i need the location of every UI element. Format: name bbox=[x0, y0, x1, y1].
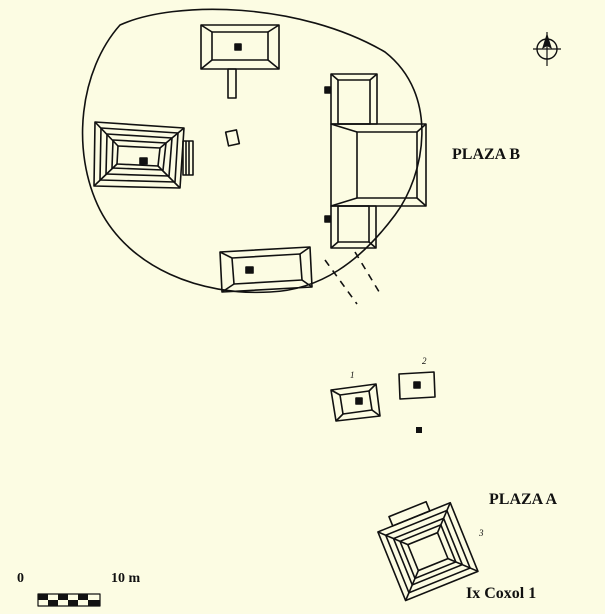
structure-west-pyramid bbox=[93, 121, 194, 189]
structure-1 bbox=[330, 383, 381, 422]
scale-start-label: 0 bbox=[17, 571, 24, 586]
structure-2 bbox=[398, 371, 436, 400]
structure-1-number: 1 bbox=[350, 370, 355, 380]
north-arrow-icon bbox=[533, 32, 561, 66]
structure-2-number: 2 bbox=[422, 356, 427, 366]
plaza-a-label: PLAZA A bbox=[489, 491, 558, 508]
scale-bar bbox=[37, 593, 101, 607]
scale-end-label: 10 m bbox=[111, 571, 141, 586]
structure-north bbox=[200, 24, 280, 70]
plaza-b-label: PLAZA B bbox=[452, 146, 521, 163]
plaza-b-boundary bbox=[81, 8, 423, 294]
small-altar bbox=[224, 129, 241, 147]
structure-east-main bbox=[324, 73, 427, 249]
dashed-causeway bbox=[324, 251, 382, 305]
stela-marker bbox=[416, 427, 422, 433]
site-name-label: Ix Coxol 1 bbox=[466, 585, 537, 602]
structure-3-pyramid bbox=[377, 500, 479, 602]
north-causeway bbox=[227, 68, 237, 99]
structure-south bbox=[219, 246, 313, 293]
structure-3-number: 3 bbox=[479, 528, 484, 538]
